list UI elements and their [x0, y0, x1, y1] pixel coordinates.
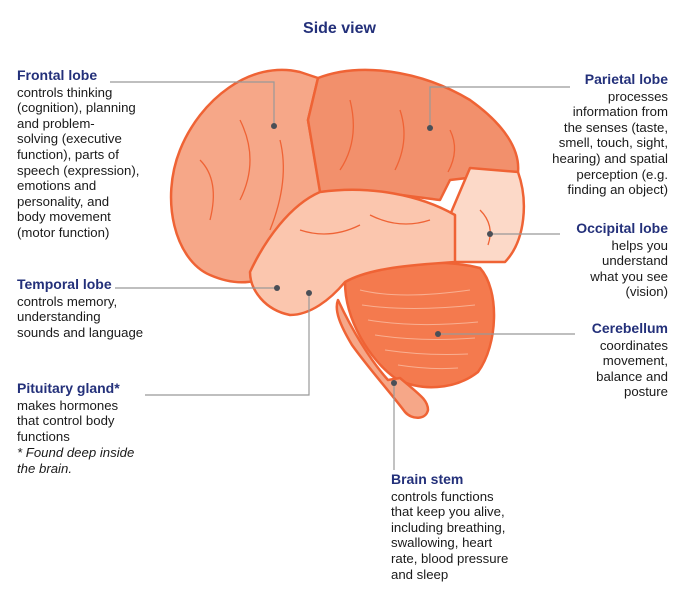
- occipital-lobe-desc: helps you understand what you see (visio…: [590, 237, 668, 300]
- parietal-lobe-desc: processes information from the senses (t…: [552, 88, 668, 198]
- dot-pituitary: [306, 290, 312, 296]
- dot-frontal: [271, 123, 277, 129]
- temporal-lobe-desc: controls memory, understanding sounds an…: [17, 293, 144, 340]
- temporal-lobe-heading: Temporal lobe: [17, 276, 112, 292]
- dot-brainstem: [391, 380, 397, 386]
- pituitary-note: * Found deep inside the brain.: [17, 445, 135, 476]
- label-pituitary-gland: Pituitary gland* makes hormones that con…: [17, 380, 135, 477]
- label-brain-stem: Brain stem controls functions that keep …: [391, 471, 509, 582]
- brainstem-shape: [335, 298, 430, 419]
- dot-occipital: [487, 231, 493, 237]
- label-frontal-lobe: Frontal lobe controls thinking (cognitio…: [17, 67, 140, 241]
- occipital-lobe-heading: Occipital lobe: [576, 220, 668, 236]
- leader-parietal: [429, 86, 570, 128]
- temporal-lobe-shape: [248, 188, 457, 317]
- diagram-title: Side view: [303, 20, 376, 37]
- dot-parietal: [427, 125, 433, 131]
- brainstem-heading: Brain stem: [391, 471, 464, 487]
- cerebellum-desc: coordinates movement, balance and postur…: [596, 337, 668, 400]
- frontal-lobe-desc: controls thinking (cognition), planning …: [17, 84, 140, 240]
- cerebellum-heading: Cerebellum: [591, 320, 668, 336]
- label-cerebellum: Cerebellum coordinates movement, balance…: [591, 320, 668, 400]
- leader-frontal: [110, 81, 275, 126]
- pituitary-desc: makes hormones that control body functio…: [17, 397, 119, 444]
- label-occipital-lobe: Occipital lobe helps you understand what…: [576, 220, 668, 300]
- label-temporal-lobe: Temporal lobe controls memory, understan…: [17, 276, 144, 340]
- brainstem-desc: controls functions that keep you alive, …: [391, 488, 509, 582]
- label-parietal-lobe: Parietal lobe processes information from…: [552, 71, 668, 198]
- leader-pituitary: [145, 293, 310, 396]
- parietal-lobe-heading: Parietal lobe: [584, 71, 668, 87]
- pituitary-heading: Pituitary gland*: [17, 380, 120, 396]
- frontal-lobe-heading: Frontal lobe: [17, 67, 98, 83]
- dot-cerebellum: [435, 331, 441, 337]
- occipital-lobe-shape: [448, 166, 526, 264]
- dot-temporal: [274, 285, 280, 291]
